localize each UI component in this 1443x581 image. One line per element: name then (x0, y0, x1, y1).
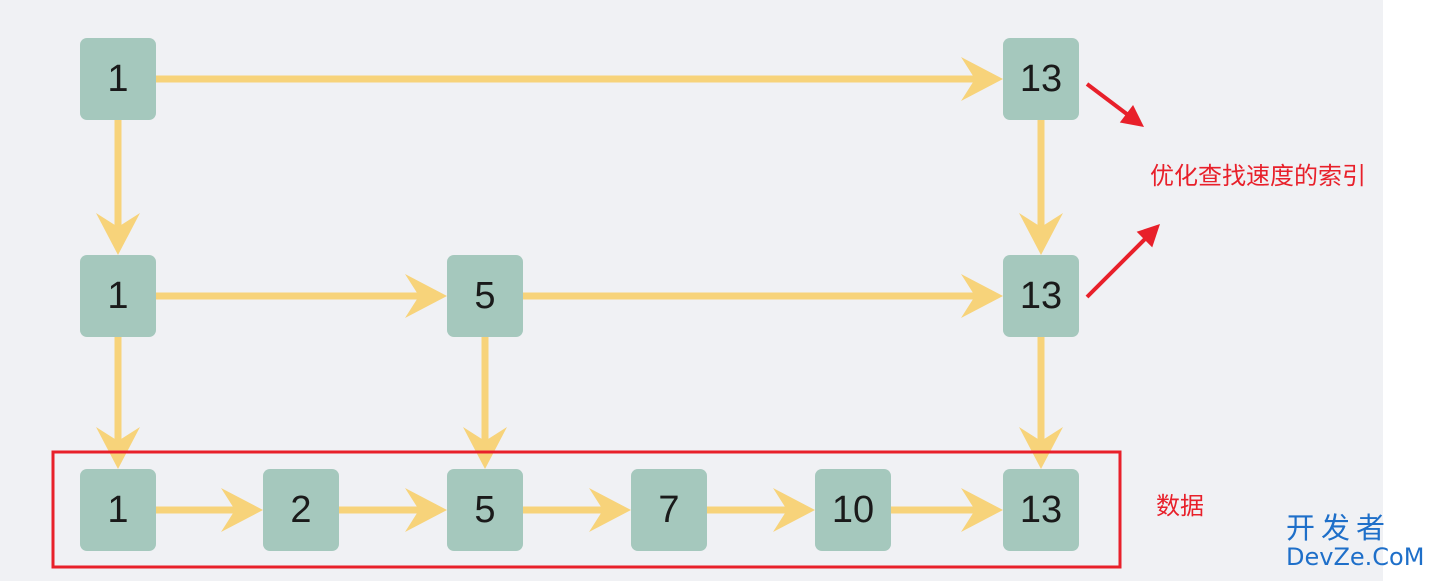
node-data-10: 10 (815, 469, 891, 551)
node-data-7: 7 (631, 469, 707, 551)
node-data-2: 2 (263, 469, 339, 551)
arrow-d-1-to-2-head (221, 488, 263, 532)
node-level1-5: 5 (447, 255, 523, 337)
arrow-v-13-l1-to-data-head (1019, 427, 1063, 469)
watermark-line2: DevZe.CoM (1286, 543, 1425, 571)
red-arrow-lower-line (1085, 235, 1149, 299)
arrow-d-7-to-10-head (773, 488, 815, 532)
arrow-l1-1-to-5-head (405, 274, 447, 318)
arrow-v-1-l2-to-l1-head (96, 213, 140, 255)
node-data-5: 5 (447, 469, 523, 551)
node-level2-1: 1 (80, 38, 156, 120)
red-arrow-upper-line (1085, 82, 1132, 118)
data-level-highlight-box (51, 450, 1122, 569)
node-data-1: 1 (80, 469, 156, 551)
node-level1-1: 1 (80, 255, 156, 337)
node-data-13: 13 (1003, 469, 1079, 551)
arrow-l1-5-to-13-head (961, 274, 1003, 318)
index-annotation-label: 优化查找速度的索引 (1150, 162, 1366, 190)
arrow-v-1-l1-to-data-head (96, 427, 140, 469)
data-annotation-label: 数据 (1156, 492, 1204, 520)
arrow-l2-1-to-13-head (961, 57, 1003, 101)
arrow-d-2-to-5-head (405, 488, 447, 532)
watermark-line1: 开发者 (1286, 511, 1392, 545)
watermark-logo: 开发者 DevZe.CoM (1286, 511, 1436, 571)
arrow-v-5-l1-to-data-head (463, 427, 507, 469)
node-level2-13: 13 (1003, 38, 1079, 120)
diagram-canvas: 1 13 1 5 13 1 2 5 7 10 13 优化查找速度的索引 数据 (0, 0, 1383, 581)
red-arrow-upper-head (1119, 104, 1144, 127)
red-arrow-lower-head (1136, 224, 1160, 248)
arrow-d-5-to-7-head (589, 488, 631, 532)
arrow-d-10-to-13-head (961, 488, 1003, 532)
arrow-v-13-l2-to-l1-head (1019, 213, 1063, 255)
arrow-layer (51, 57, 1160, 569)
node-level1-13: 13 (1003, 255, 1079, 337)
